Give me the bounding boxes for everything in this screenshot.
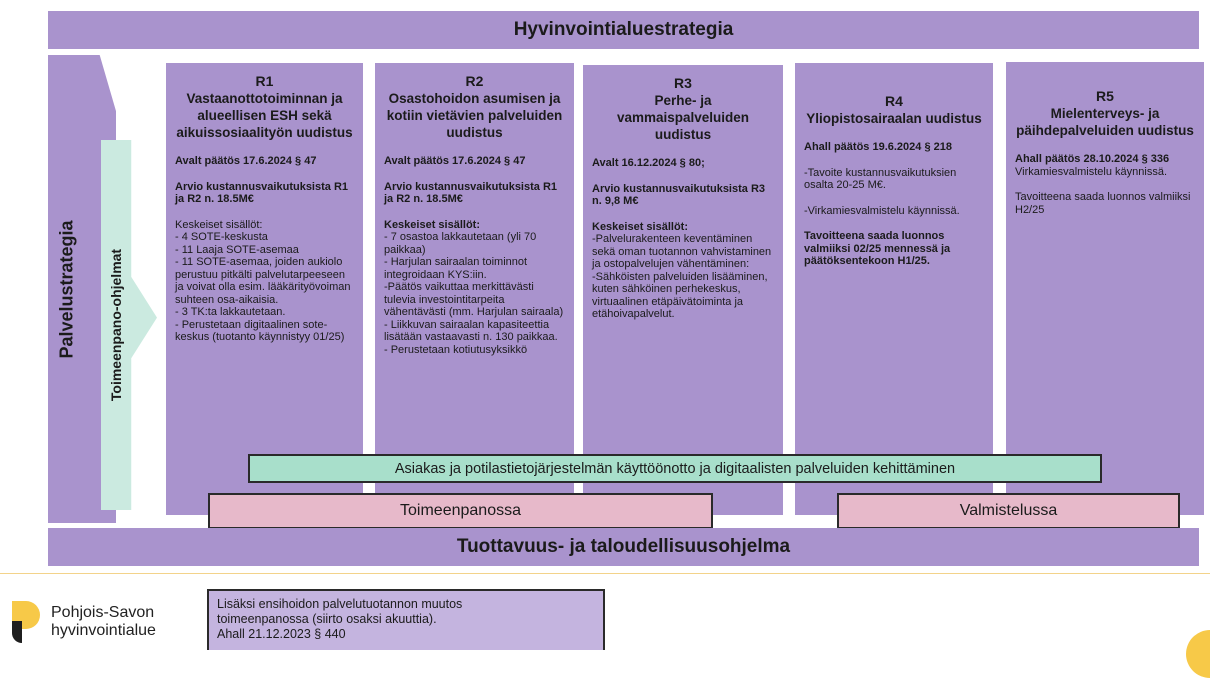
implementation-programs-label-wrap: Toimeenpano-ohjelmat bbox=[101, 140, 131, 510]
column-title: Mielenterveys- ja päihdepalveluiden uudi… bbox=[1016, 106, 1194, 138]
status-in-progress-label: Toimeenpanossa bbox=[400, 502, 521, 519]
reform-column-r2: R2 Osastohoidon asumisen ja kotiin vietä… bbox=[375, 63, 574, 515]
digital-services-text: Asiakas ja potilastietojärjestelmän käyt… bbox=[394, 460, 956, 477]
digital-services-bar: Asiakas ja potilastietojärjestelmän käyt… bbox=[248, 454, 1102, 483]
reform-column-r5: R5 Mielenterveys- ja päihdepalveluiden u… bbox=[1006, 62, 1204, 515]
contents-item: -Palvelurakenteen keventäminen sekä oman… bbox=[592, 233, 772, 270]
column-header: R5 Mielenterveys- ja päihdepalveluiden u… bbox=[1015, 88, 1195, 139]
status-preparing-box: Valmistelussa bbox=[837, 493, 1180, 529]
note-line1: Lisäksi ensihoidon palvelutuotannon muut… bbox=[217, 597, 463, 611]
column-code: R4 bbox=[885, 93, 903, 109]
column-code: R3 bbox=[674, 75, 692, 91]
decision-text: Avalt päätös 17.6.2024 § 47 bbox=[384, 155, 526, 167]
corner-decoration bbox=[1186, 630, 1210, 678]
cost-estimate: Arvio kustannusvaikutuksista R3 n. 9,8 M… bbox=[592, 182, 766, 208]
status-preparing-label: Valmistelussa bbox=[959, 502, 1058, 519]
status-in-progress-box: Toimeenpanossa bbox=[208, 493, 713, 529]
logo-text-line2: hyvinvointialue bbox=[51, 622, 156, 639]
column-header: R1 Vastaanottotoiminnan ja alueellisen E… bbox=[175, 73, 354, 141]
logo-mark-icon bbox=[12, 601, 40, 643]
contents-item: -Päätös vaikuttaa merkittävästi tulevia … bbox=[384, 281, 564, 318]
decision-text: Avalt päätös 17.6.2024 § 47 bbox=[175, 155, 317, 167]
productivity-program-title: Tuottavuus- ja taloudellisuusohjelma bbox=[456, 536, 791, 557]
implementation-programs-label: Toimeenpano-ohjelmat bbox=[108, 248, 125, 402]
column-title: Osastohoidon asumisen ja kotiin vietävie… bbox=[386, 91, 563, 140]
contents-item: - 4 SOTE-keskusta bbox=[175, 231, 268, 243]
column-code: R1 bbox=[255, 73, 274, 89]
column-header: R3 Perhe- ja vammaispalveluiden uudistus bbox=[592, 75, 774, 143]
service-strategy-label-wrap: Palvelustrategia bbox=[48, 55, 86, 523]
decision-text: Avalt 16.12.2024 § 80; bbox=[592, 157, 705, 169]
contents-item: - 11 SOTE-asemaa, joiden aukiolo perustu… bbox=[175, 256, 351, 306]
column-title: Yliopistosairaalan uudistus bbox=[806, 111, 982, 126]
logo-text-line1: Pohjois-Savon bbox=[51, 604, 155, 621]
target-text: -Tavoite kustannusvaikutuksien osalta 20… bbox=[804, 166, 957, 192]
contents-item: - 7 osastoa lakkautetaan (yli 70 paikkaa… bbox=[384, 231, 537, 256]
footer-separator bbox=[0, 573, 1210, 574]
cost-estimate: Arvio kustannusvaikutuksista R1 ja R2 n.… bbox=[384, 180, 558, 206]
note-line3: Ahall 21.12.2023 § 440 bbox=[217, 627, 346, 641]
cost-estimate: Arvio kustannusvaikutuksista R1 ja R2 n.… bbox=[175, 180, 349, 206]
reform-column-r3: R3 Perhe- ja vammaispalveluiden uudistus… bbox=[583, 65, 783, 515]
status-text: -Virkamiesvalmistelu käynnissä. bbox=[804, 204, 960, 217]
contents-label: Keskeiset sisällöt: bbox=[592, 220, 688, 233]
status-text: Virkamiesvalmistelu käynnissä. bbox=[1015, 165, 1168, 178]
contents-list: - 4 SOTE-keskusta - 11 Laaja SOTE-asemaa… bbox=[175, 231, 354, 344]
contents-item: - 11 Laaja SOTE-asemaa bbox=[175, 243, 299, 256]
reform-column-r1: R1 Vastaanottotoiminnan ja alueellisen E… bbox=[166, 63, 363, 515]
decision-text: Ahall päätös 28.10.2024 § 336 bbox=[1015, 153, 1170, 165]
column-header: R2 Osastohoidon asumisen ja kotiin vietä… bbox=[384, 73, 565, 141]
strategy-banner-title: Hyvinvointialuestrategia bbox=[513, 19, 734, 40]
goal-text: Tavoitteena saada luonnos valmiiksi H2/2… bbox=[1015, 191, 1191, 216]
decision-text: Ahall päätös 19.6.2024 § 218 bbox=[804, 141, 952, 153]
note-box: Lisäksi ensihoidon palvelutuotannon muut… bbox=[207, 589, 605, 650]
column-header: R4 Yliopistosairaalan uudistus bbox=[804, 93, 984, 127]
contents-item: - Perustetaan digitaalinen sote-keskus (… bbox=[175, 318, 345, 344]
strategy-banner: Hyvinvointialuestrategia bbox=[48, 11, 1199, 49]
note-line2: toimeenpanossa (siirto osaksi akuuttia). bbox=[217, 612, 437, 626]
contents-item: - Liikkuvan sairaalan kapasiteettia lisä… bbox=[384, 318, 558, 344]
contents-list: - 7 osastoa lakkautetaan (yli 70 paikkaa… bbox=[384, 231, 565, 356]
service-strategy-label: Palvelustrategia bbox=[56, 219, 77, 359]
column-title: Vastaanottotoiminnan ja alueellisen ESH … bbox=[176, 91, 353, 140]
contents-item: - Perustetaan kotiutusyksikkö bbox=[384, 343, 528, 356]
contents-list: -Palvelurakenteen keventäminen sekä oman… bbox=[592, 233, 774, 321]
contents-label: Keskeiset sisällöt: bbox=[175, 218, 263, 231]
goal-text: Tavoitteena saada luonnos valmiiksi 02/2… bbox=[804, 230, 951, 267]
column-title: Perhe- ja vammaispalveluiden uudistus bbox=[616, 93, 750, 142]
column-code: R5 bbox=[1096, 88, 1114, 104]
column-code: R2 bbox=[465, 73, 484, 89]
organization-logo: Pohjois-Savon hyvinvointialue bbox=[10, 598, 200, 646]
productivity-program-banner: Tuottavuus- ja taloudellisuusohjelma bbox=[48, 528, 1199, 566]
contents-item: - Harjulan sairaalan toiminnot integroid… bbox=[384, 256, 528, 281]
contents-label: Keskeiset sisällöt: bbox=[384, 218, 480, 231]
contents-item: - 3 TK:ta lakkautetaan. bbox=[175, 306, 286, 318]
reform-column-r4: R4 Yliopistosairaalan uudistus Ahall pää… bbox=[795, 63, 993, 515]
contents-item: -Sähköisten palveluiden lisääminen, kute… bbox=[592, 270, 768, 321]
logo-text: Pohjois-Savon hyvinvointialue bbox=[51, 604, 156, 640]
